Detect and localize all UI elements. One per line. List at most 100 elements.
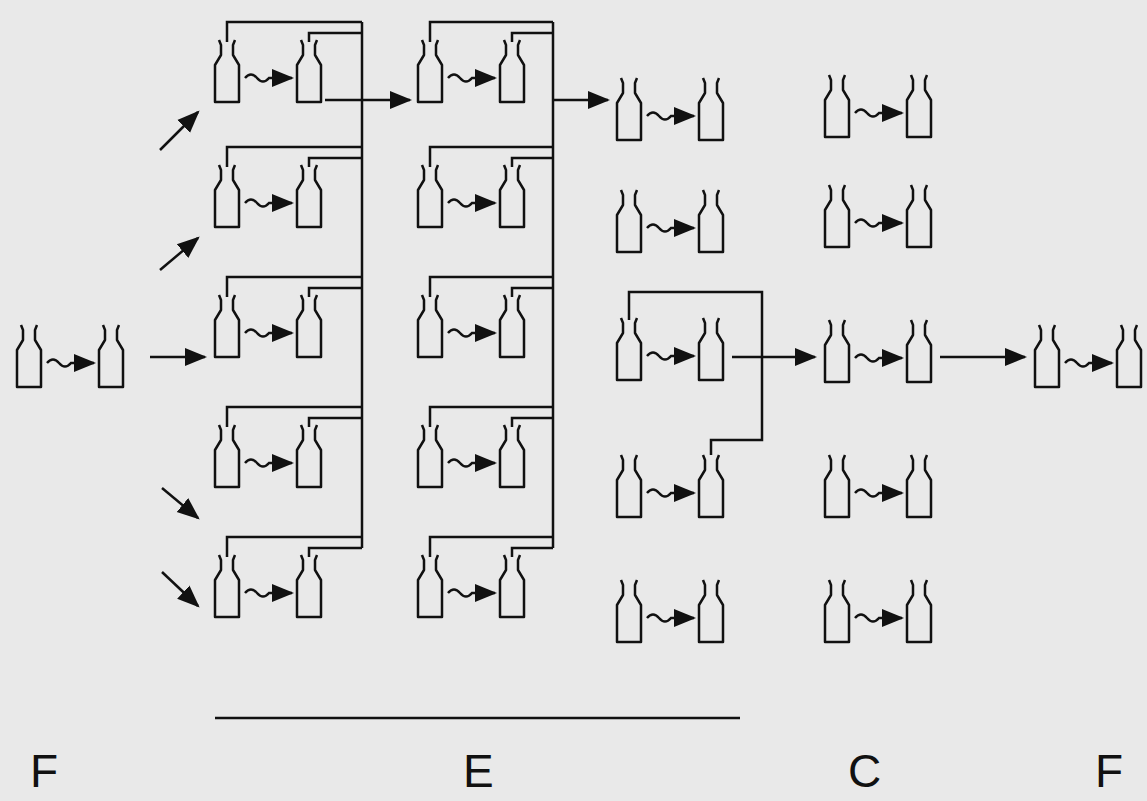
bottle xyxy=(1035,325,1059,387)
arrow xyxy=(732,356,815,359)
bottle xyxy=(699,190,723,252)
tilde-arrow xyxy=(245,460,292,467)
tilde-arrow xyxy=(448,200,495,207)
arrow xyxy=(553,99,608,102)
bottle xyxy=(17,325,41,387)
bracket-line xyxy=(512,418,553,427)
bottle xyxy=(825,580,849,642)
bottle xyxy=(1117,325,1141,387)
tilde-arrow xyxy=(647,615,694,622)
tilde-arrow xyxy=(855,355,902,362)
bottle xyxy=(215,40,239,102)
tilde-arrow xyxy=(448,75,495,82)
tilde-arrow xyxy=(448,460,495,467)
bottle xyxy=(215,425,239,487)
arrow xyxy=(940,356,1025,359)
bracket-line xyxy=(430,147,553,167)
bottle-pair xyxy=(617,318,723,380)
bracket-line xyxy=(227,277,362,297)
bracket-line xyxy=(430,22,553,42)
stage-letter: F xyxy=(30,748,58,794)
bottle-pair xyxy=(215,295,321,357)
arrow xyxy=(150,356,205,359)
bottle xyxy=(297,425,321,487)
bottle xyxy=(617,455,641,517)
bottle-pair xyxy=(825,185,931,247)
bottle xyxy=(907,455,931,517)
bottle xyxy=(825,320,849,382)
bottle xyxy=(500,165,524,227)
tilde-arrow xyxy=(47,360,94,367)
rule-line xyxy=(215,717,740,720)
arrow xyxy=(160,112,198,150)
bottle xyxy=(500,555,524,617)
bottle xyxy=(825,75,849,137)
bottle xyxy=(215,165,239,227)
bottle xyxy=(825,455,849,517)
bottle xyxy=(297,165,321,227)
bottle xyxy=(418,425,442,487)
bracket-line xyxy=(309,548,362,557)
tilde-arrow xyxy=(245,75,292,82)
bottle xyxy=(699,580,723,642)
bottle xyxy=(907,75,931,137)
bottle xyxy=(699,78,723,140)
bottle xyxy=(617,78,641,140)
bracket-line xyxy=(309,418,362,427)
stage-letter: C xyxy=(848,748,881,794)
bracket-line xyxy=(227,22,362,42)
bottle xyxy=(907,580,931,642)
tilde-arrow xyxy=(855,220,902,227)
bottle-pair xyxy=(215,40,321,102)
bottle-pair xyxy=(617,190,723,252)
tilde-arrow xyxy=(855,490,902,497)
tilde-arrow xyxy=(245,200,292,207)
bottle-pair xyxy=(418,425,524,487)
bracket-line xyxy=(227,537,362,557)
bottle xyxy=(500,295,524,357)
bracket-line xyxy=(512,288,553,297)
tilde-arrow xyxy=(647,225,694,232)
bottle-pair xyxy=(617,78,723,140)
bottle xyxy=(297,555,321,617)
bottle xyxy=(418,555,442,617)
tilde-arrow xyxy=(855,110,902,117)
bottle-pair xyxy=(215,165,321,227)
bottle xyxy=(617,190,641,252)
bottle-pair xyxy=(825,580,931,642)
bottle xyxy=(617,318,641,380)
bottle-pair xyxy=(418,555,524,617)
bottle xyxy=(297,40,321,102)
bottle-pair xyxy=(418,40,524,102)
arrow xyxy=(162,572,198,606)
stage-letter: E xyxy=(463,748,494,794)
bottle-pair xyxy=(1035,325,1141,387)
tilde-arrow xyxy=(647,113,694,120)
bracket-line xyxy=(227,407,362,427)
bottle xyxy=(418,295,442,357)
bracket-line xyxy=(309,33,362,42)
bottle xyxy=(215,295,239,357)
tilde-arrow xyxy=(245,330,292,337)
bottle-pair xyxy=(215,425,321,487)
bottle-pair xyxy=(825,320,931,382)
bracket-line xyxy=(512,548,553,557)
bracket-line xyxy=(309,288,362,297)
bracket-line xyxy=(227,147,362,167)
bracket-line xyxy=(430,277,553,297)
bottle xyxy=(215,555,239,617)
bracket-line xyxy=(430,407,553,427)
arrow xyxy=(160,238,198,270)
arrow xyxy=(162,488,198,518)
bottle xyxy=(500,40,524,102)
tilde-arrow xyxy=(1065,360,1112,367)
bottle xyxy=(907,185,931,247)
bottle xyxy=(825,185,849,247)
bottle-pair xyxy=(17,325,123,387)
bottle-pair xyxy=(418,295,524,357)
bracket-line xyxy=(430,537,553,557)
tilde-arrow xyxy=(448,590,495,597)
bottle xyxy=(617,580,641,642)
bracket-line xyxy=(629,292,762,455)
bottle-pair xyxy=(418,165,524,227)
